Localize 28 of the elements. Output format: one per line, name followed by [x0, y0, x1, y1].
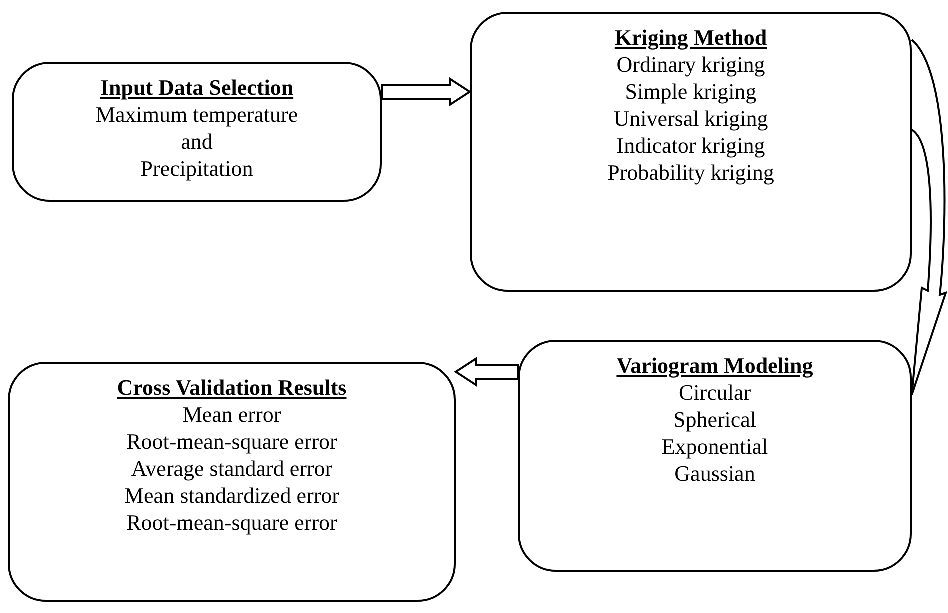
box-text: Precipitation	[140, 155, 254, 182]
box-text: Simple kriging	[625, 78, 757, 105]
box-text: Universal kriging	[614, 105, 768, 132]
box-text: Spherical	[673, 406, 757, 433]
box-text: Exponential	[662, 433, 768, 460]
box-text: Mean error	[182, 401, 282, 428]
box-text: Root-mean-square error	[126, 509, 338, 536]
process-box	[8, 362, 456, 602]
box-text: Average standard error	[131, 455, 333, 482]
box-heading: Input Data Selection	[100, 74, 294, 101]
box-text: Maximum temperature	[96, 101, 298, 128]
process-box	[470, 12, 912, 292]
box-text: Ordinary kriging	[616, 51, 766, 78]
box-text: Indicator kriging	[616, 132, 766, 159]
box-heading: Cross Validation Results	[117, 374, 347, 401]
box-heading: Kriging Method	[614, 24, 768, 51]
box-text: Gaussian	[674, 460, 756, 487]
box-text: Mean standardized error	[124, 482, 340, 509]
box-text: Circular	[678, 379, 752, 406]
process-box	[12, 62, 382, 202]
block-arrow	[454, 357, 519, 387]
process-box	[518, 340, 912, 572]
box-text: Root-mean-square error	[126, 428, 338, 455]
block-arrow	[911, 39, 947, 396]
box-text: and	[181, 128, 213, 155]
box-heading: Variogram Modeling	[616, 352, 814, 379]
box-text: Probability kriging	[608, 159, 774, 186]
block-arrow	[381, 77, 472, 107]
